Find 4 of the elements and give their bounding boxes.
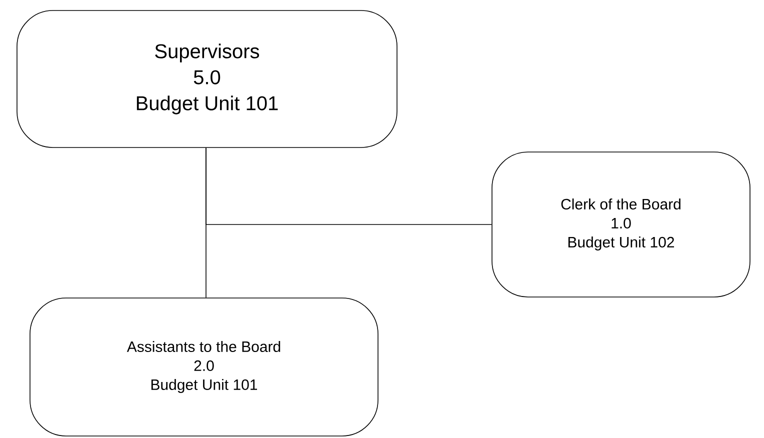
connector-line bbox=[206, 147, 492, 225]
unit-box: Clerk of the Board 1.0 Budget Unit 102 bbox=[492, 152, 750, 298]
unit-box: Supervisors 5.0 Budget Unit 101 bbox=[16, 10, 398, 148]
unit-box: Assistants to the Board 2.0 Budget Unit 101 bbox=[30, 298, 378, 436]
